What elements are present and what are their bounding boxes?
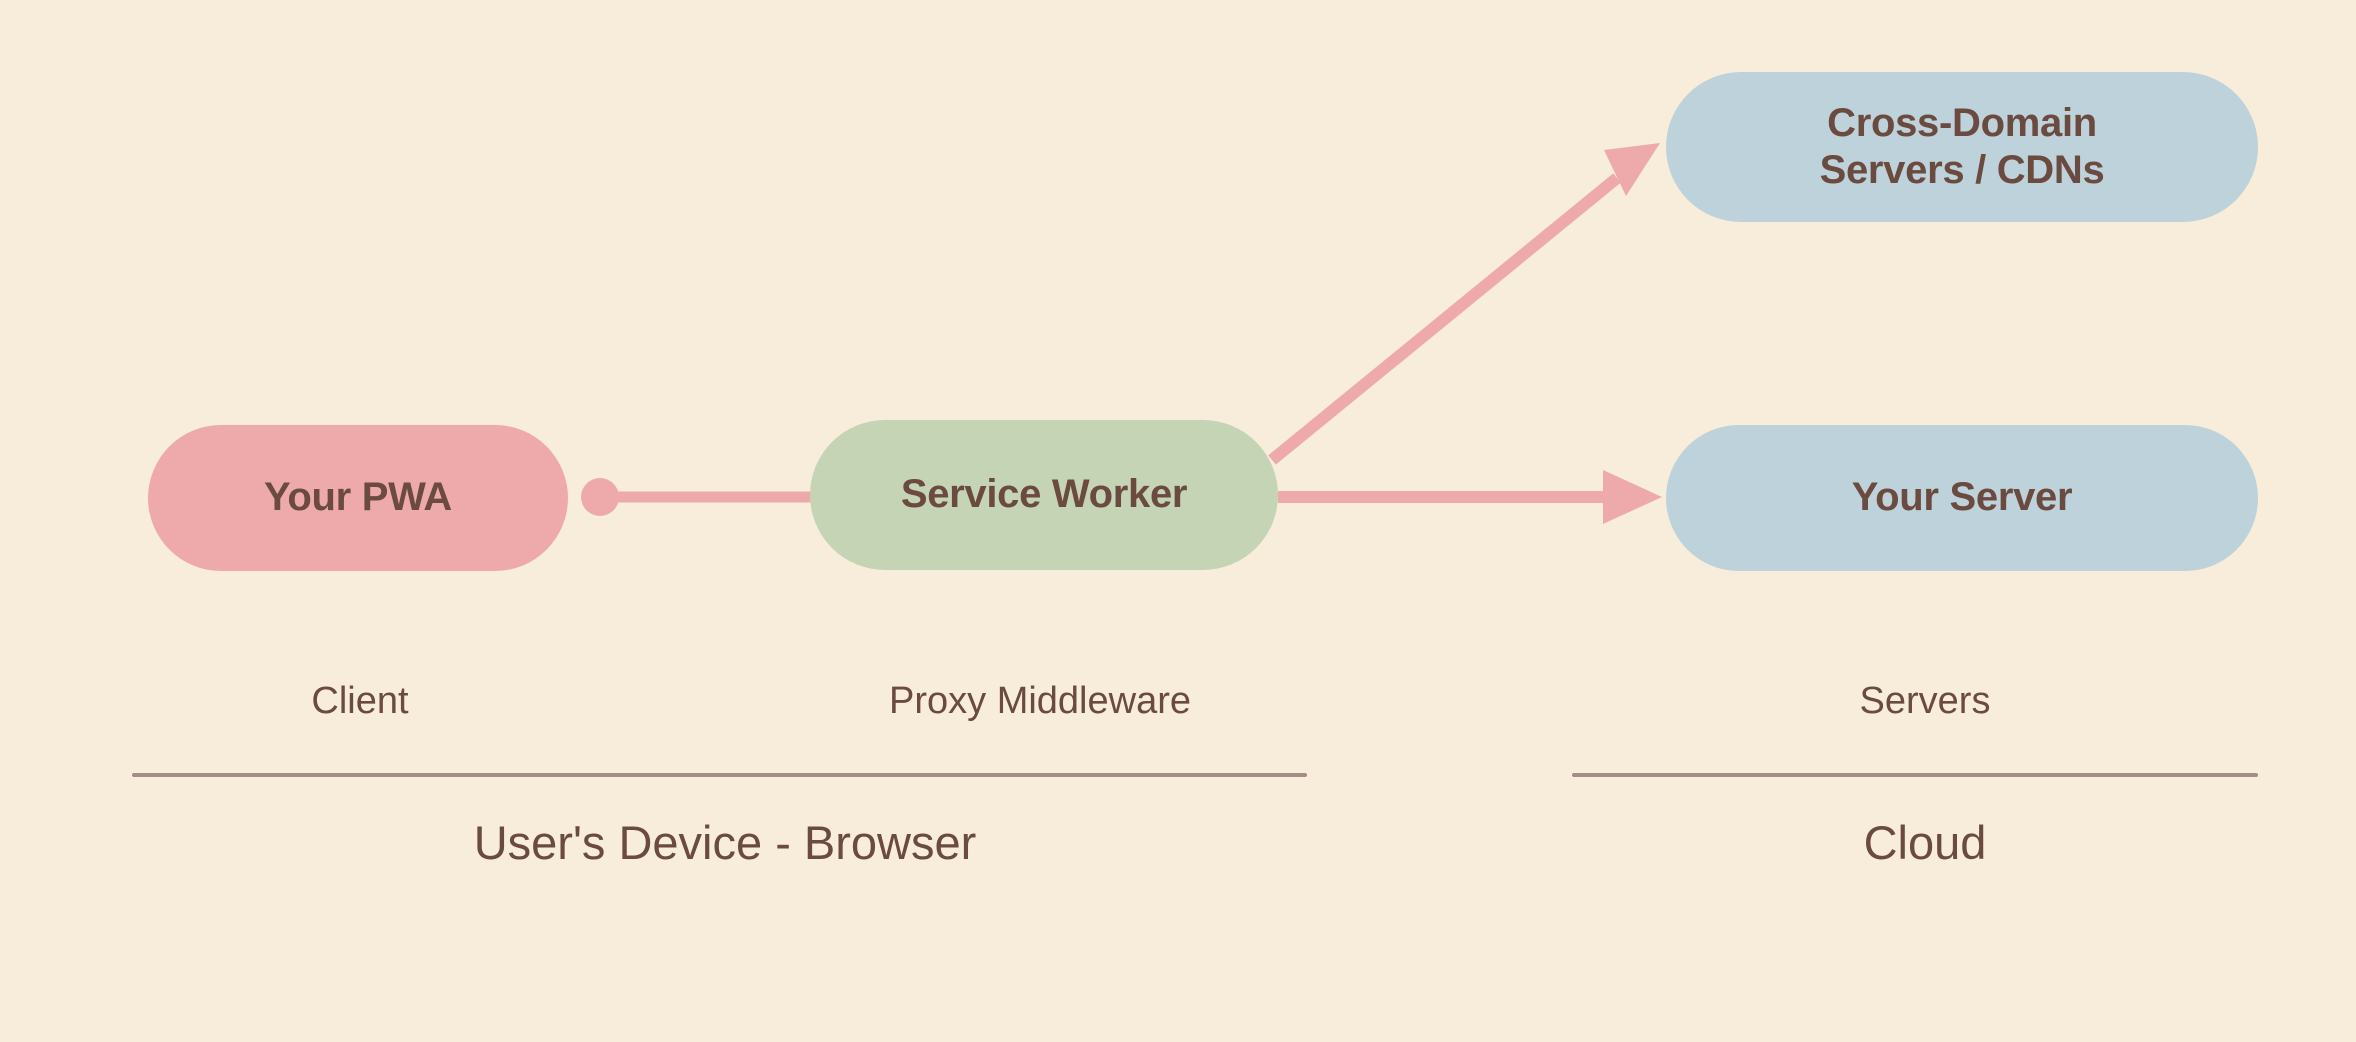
arrowhead-cross-domain <box>1604 143 1660 196</box>
edge-pwa-to-service-worker <box>581 478 812 516</box>
node-service-worker[interactable]: Service Worker <box>810 420 1278 570</box>
node-your-pwa[interactable]: Your PWA <box>148 425 568 571</box>
zone-label-client: Client <box>311 680 409 722</box>
edge-sw-to-your-server <box>1278 470 1662 524</box>
node-cross-domain-servers[interactable]: Cross-Domain Servers / CDNs <box>1666 72 2258 222</box>
divider-cloud <box>1572 773 2258 777</box>
node-cross-domain-line-2: Servers / CDNs <box>1819 148 2105 192</box>
zone-label-proxy-middleware: Proxy Middleware <box>889 680 1191 722</box>
node-your-server-label: Your Server <box>1851 475 2073 520</box>
node-your-pwa-label: Your PWA <box>264 475 452 520</box>
zone-title-cloud: Cloud <box>1863 816 1987 869</box>
node-cross-domain-servers-label: Cross-Domain Servers / CDNs <box>1820 100 2105 194</box>
node-cross-domain-line-1: Cross-Domain <box>1827 100 2097 145</box>
edge-sw-to-cross-domain <box>1268 143 1660 465</box>
zone-label-servers: Servers <box>1859 680 1991 722</box>
edge-line-sw-cdn <box>1268 173 1621 465</box>
edge-origin-dot <box>581 478 619 516</box>
divider-user-device <box>132 773 1307 777</box>
zone-title-user-device-browser: User's Device - Browser <box>473 816 977 869</box>
arrowhead-your-server <box>1603 470 1662 524</box>
node-your-server[interactable]: Your Server <box>1666 425 2258 571</box>
node-service-worker-label: Service Worker <box>900 472 1188 517</box>
